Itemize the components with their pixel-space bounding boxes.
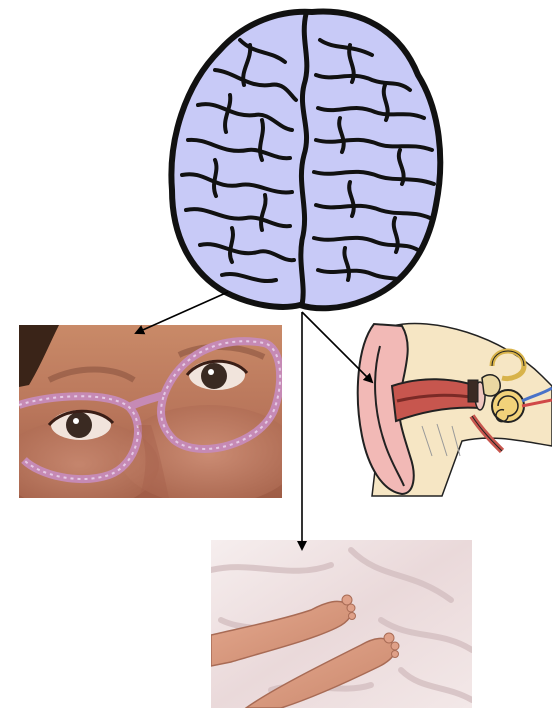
baby-feet-photo bbox=[211, 540, 472, 708]
eyes-with-glasses-photo bbox=[19, 325, 282, 498]
ear-anatomy-icon bbox=[352, 316, 552, 498]
